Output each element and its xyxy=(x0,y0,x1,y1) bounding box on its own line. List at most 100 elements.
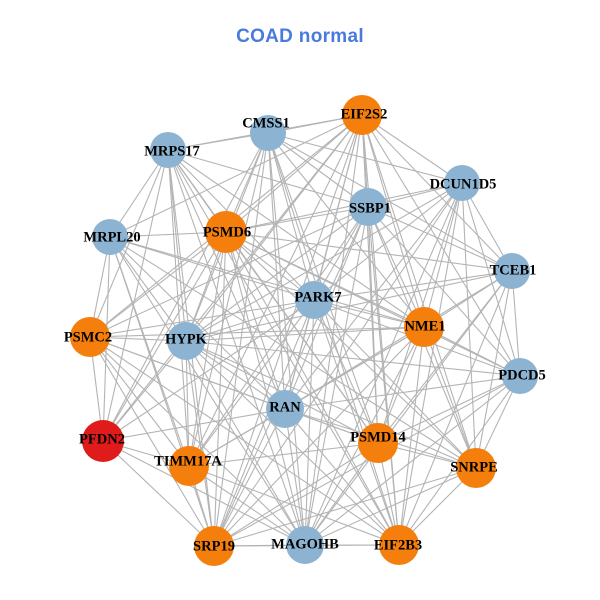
network-node-pfdn2[interactable] xyxy=(82,420,124,462)
network-node-park7[interactable] xyxy=(295,281,333,319)
network-edge xyxy=(361,114,521,377)
network-edge xyxy=(225,231,379,444)
network-edge xyxy=(185,340,400,546)
network-node-mrpl20[interactable] xyxy=(92,219,128,255)
network-edge xyxy=(225,231,477,469)
network-edge xyxy=(284,375,521,410)
network-edge xyxy=(475,270,513,469)
network-edge xyxy=(188,231,227,467)
network-edge xyxy=(102,114,363,442)
network-edge xyxy=(367,206,425,328)
network-node-tceb1[interactable] xyxy=(494,253,530,289)
network-edge xyxy=(313,299,379,444)
network-node-snrpe[interactable] xyxy=(456,448,496,488)
network-edge xyxy=(398,270,513,546)
network-edge xyxy=(188,442,379,467)
network-edge xyxy=(284,408,400,546)
network-edge xyxy=(185,299,315,342)
network-edge xyxy=(304,270,513,546)
network-edge xyxy=(213,114,363,547)
network-edge xyxy=(213,182,463,547)
page-title: COAD normal xyxy=(236,26,364,47)
network-node-srp19[interactable] xyxy=(194,526,234,566)
network-edge xyxy=(89,326,425,338)
network-edge xyxy=(367,206,400,546)
network-node-ssbp1[interactable] xyxy=(349,188,387,226)
network-edge xyxy=(304,442,379,546)
network-edge xyxy=(213,408,286,547)
network-edge xyxy=(89,336,306,546)
network-edge xyxy=(167,149,187,342)
network-edge xyxy=(304,182,463,546)
network-edge xyxy=(361,114,513,272)
network-edge xyxy=(109,236,425,328)
network-edge xyxy=(423,326,477,469)
network-edge xyxy=(225,114,363,233)
network-edge xyxy=(167,149,425,328)
network-edge xyxy=(185,340,306,546)
network-edge xyxy=(304,375,521,546)
network-edge xyxy=(213,442,379,547)
network-node-timm17a[interactable] xyxy=(169,446,209,486)
network-edge xyxy=(89,149,169,338)
network-edge xyxy=(109,236,315,301)
network-edge xyxy=(304,299,315,546)
network-edge xyxy=(284,408,306,546)
network-edge xyxy=(109,236,286,410)
network-edge xyxy=(89,336,190,467)
network-edge xyxy=(313,299,400,546)
network-edge xyxy=(185,340,215,547)
network-edge xyxy=(185,340,286,410)
network-edge xyxy=(367,206,379,444)
nodes-layer xyxy=(70,95,538,566)
network-edge xyxy=(188,132,269,467)
network-edge xyxy=(398,182,463,546)
network-edge xyxy=(267,132,425,328)
network-edge xyxy=(89,299,315,338)
network-node-eif2s2[interactable] xyxy=(342,95,382,135)
network-node-hypk[interactable] xyxy=(167,322,205,360)
network-node-dcun1d5[interactable] xyxy=(444,165,480,201)
network-edge xyxy=(188,299,315,467)
network-node-psmd6[interactable] xyxy=(205,211,247,253)
network-edge xyxy=(188,465,306,546)
network-node-ran[interactable] xyxy=(266,390,304,428)
network-edge xyxy=(109,236,215,547)
network-edge xyxy=(185,340,521,377)
network-edge xyxy=(213,206,369,547)
network-edge xyxy=(185,182,463,342)
network-node-pdcd5[interactable] xyxy=(502,358,538,394)
network-edge xyxy=(284,270,513,410)
network-edge xyxy=(313,182,463,301)
network-edge xyxy=(109,236,306,546)
network-edge xyxy=(423,182,463,328)
network-edge xyxy=(213,326,425,547)
network-edge xyxy=(213,231,227,547)
network-edge xyxy=(188,465,400,546)
network-edge xyxy=(377,326,425,444)
network-node-psmc2[interactable] xyxy=(70,317,110,357)
network-node-cmss1[interactable] xyxy=(250,115,286,151)
network-edge xyxy=(102,340,187,442)
network-edge xyxy=(167,149,190,467)
network-edge xyxy=(185,326,425,342)
network-edge xyxy=(461,182,521,377)
network-edge xyxy=(89,336,215,547)
network-node-nme1[interactable] xyxy=(404,307,444,347)
network-edge xyxy=(367,206,513,272)
network-node-eif2b3[interactable] xyxy=(379,525,419,565)
network-edge xyxy=(102,149,169,442)
network-edge xyxy=(225,231,513,272)
network-node-magohb[interactable] xyxy=(286,526,324,564)
network-edge xyxy=(225,231,521,377)
network-node-mrps17[interactable] xyxy=(150,132,186,168)
network-edge xyxy=(185,340,190,467)
network-node-psmd14[interactable] xyxy=(358,423,398,463)
network-edge xyxy=(377,375,521,444)
network-edge xyxy=(304,206,369,546)
network-edge xyxy=(89,231,227,338)
network-edge xyxy=(304,467,477,546)
network-edge xyxy=(167,149,286,410)
